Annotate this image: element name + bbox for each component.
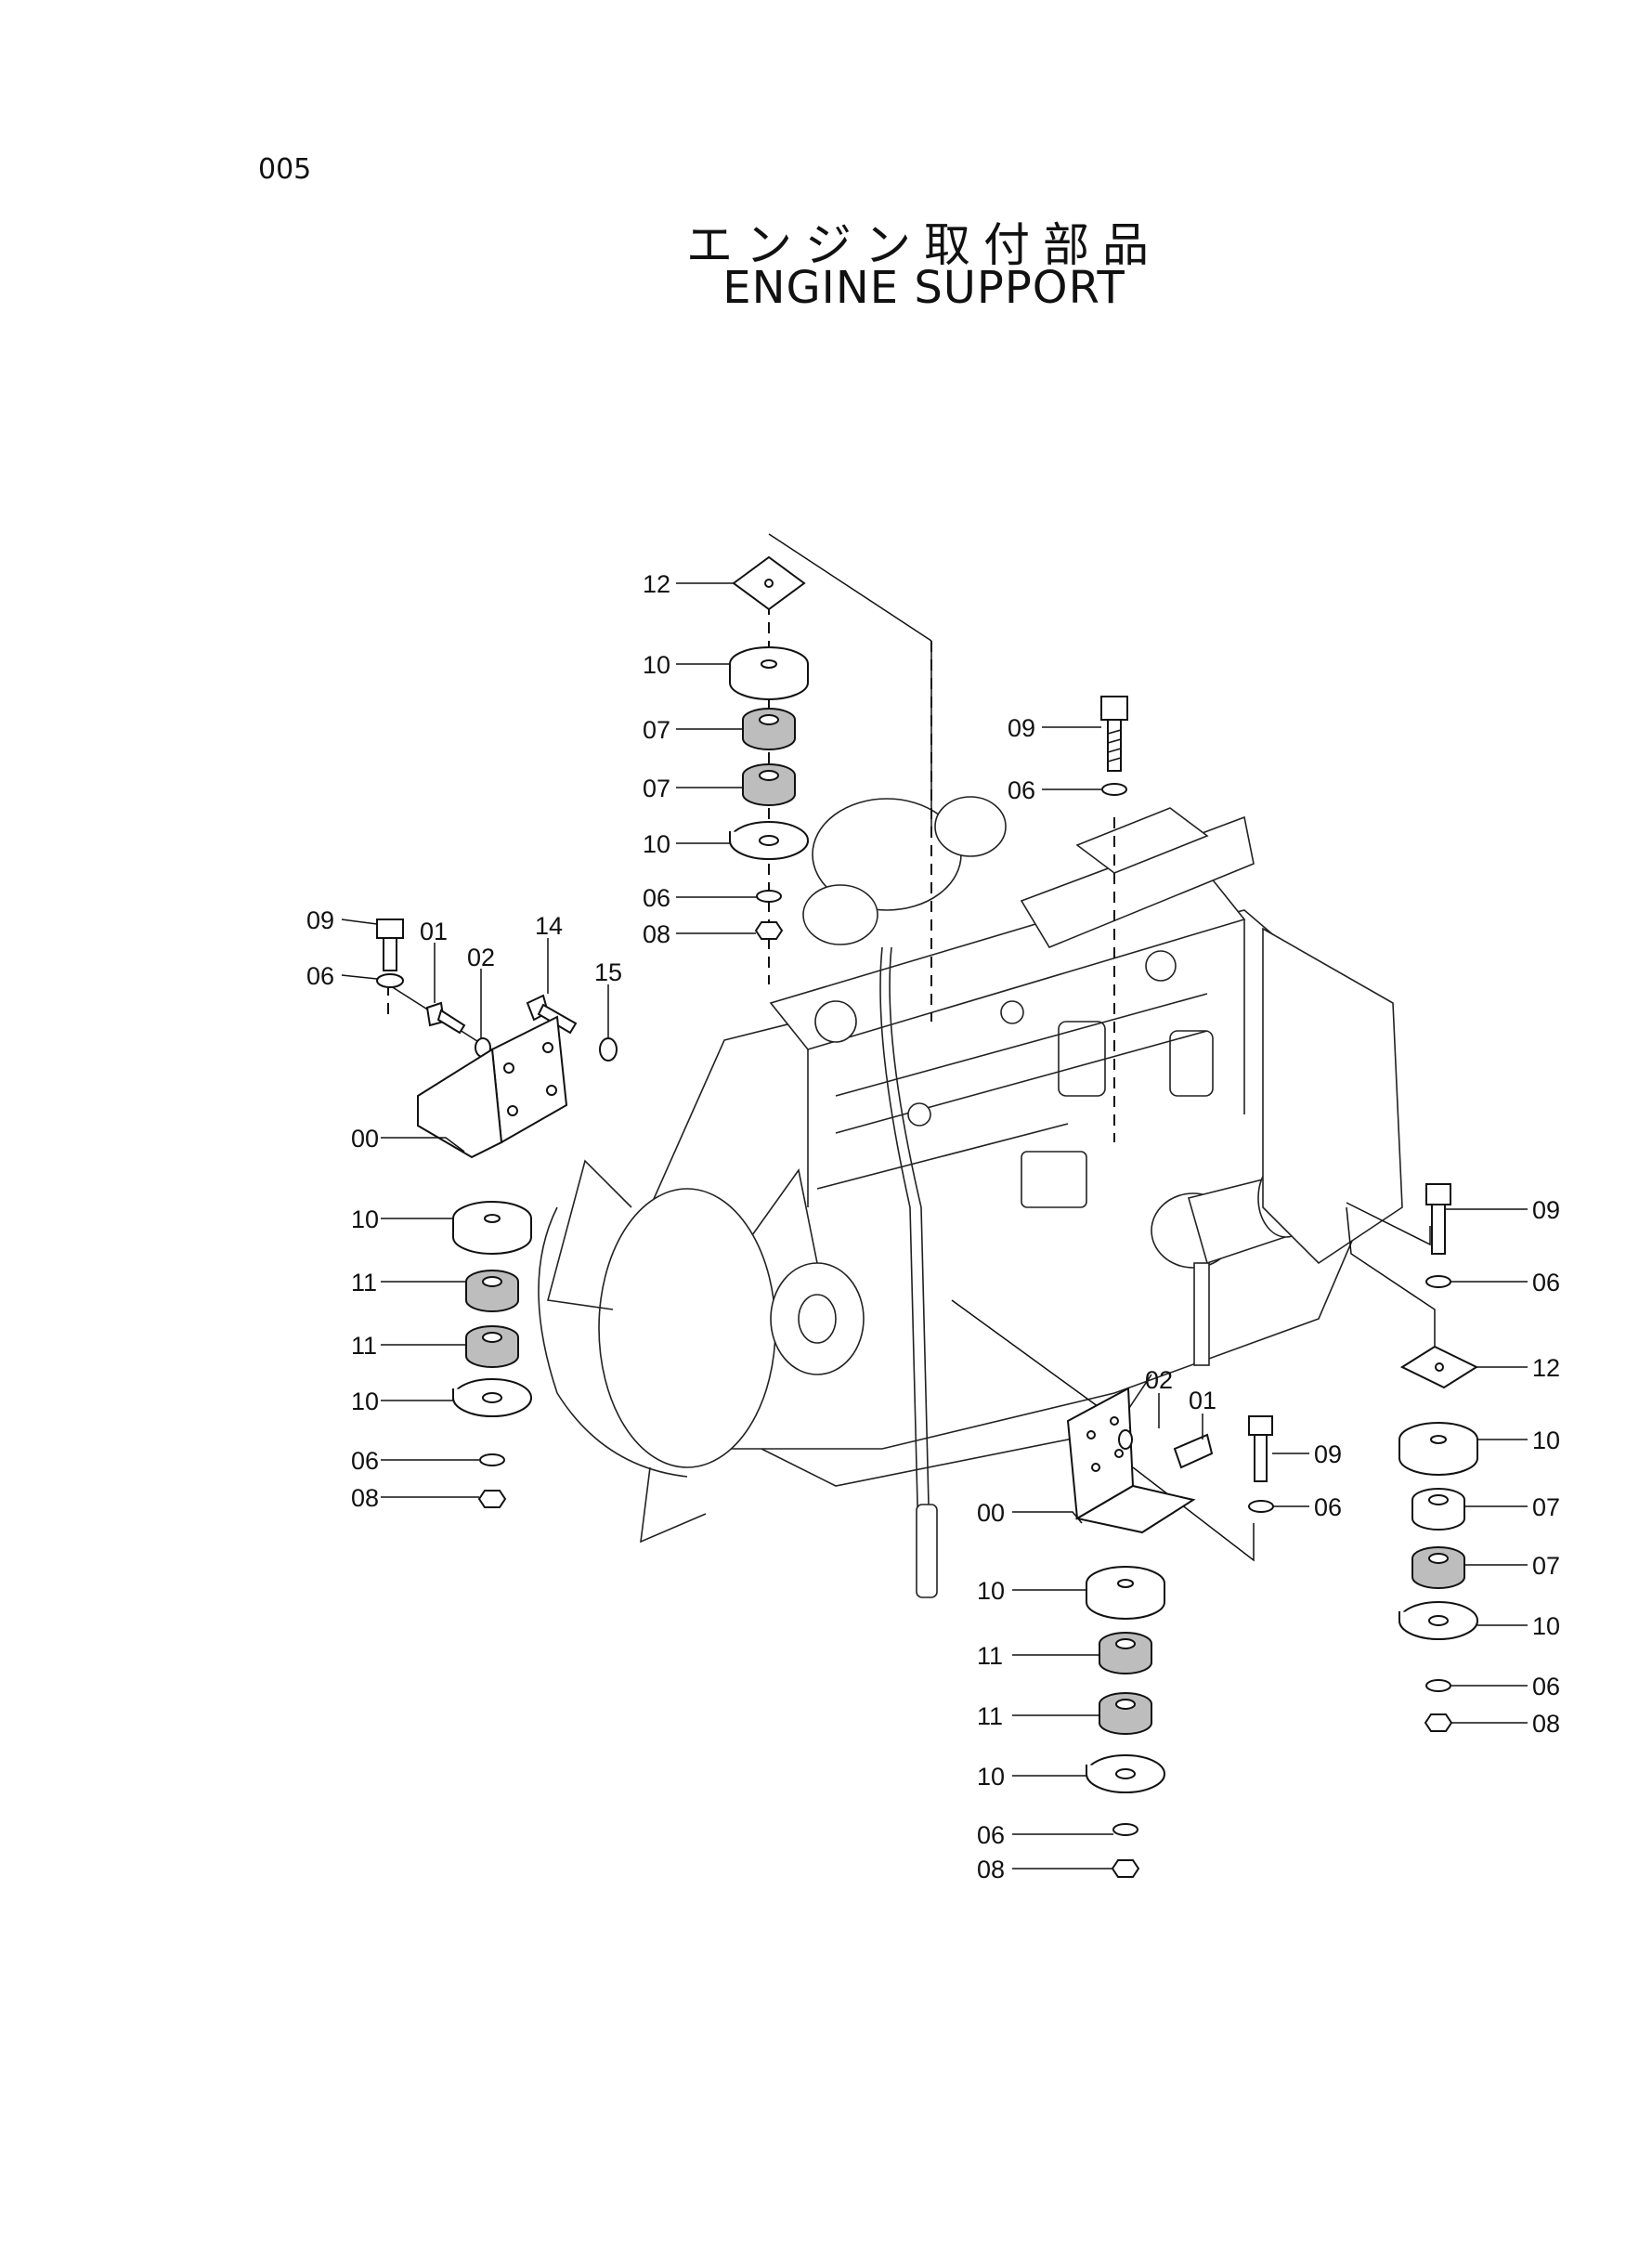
callout-topright-09: 09 [1008,714,1035,742]
callout-top-10b: 10 [643,830,670,858]
bottom-bracket-group [1066,1387,1274,1534]
callout-bottomstack-06: 06 [977,1821,1005,1849]
callout-rightstack-07b: 07 [1532,1552,1560,1580]
callout-rightstack-10b: 10 [1532,1612,1560,1640]
callout-leftstack-06: 06 [351,1447,379,1475]
engine-illustration [538,796,1403,1598]
title-english: ENGINE SUPPORT [722,262,1125,314]
callout-bottomstack-11b: 11 [977,1702,1003,1730]
callout-bottom-00: 00 [977,1499,1005,1527]
callout-bottomstack-10b: 10 [977,1763,1005,1791]
callout-left-01: 01 [420,918,448,945]
callout-leftstack-10a: 10 [351,1205,379,1233]
callout-right-12: 12 [1532,1354,1560,1382]
callout-right-09: 09 [1532,1196,1560,1224]
right-mount-stack [1398,1422,1478,1732]
top-mount-stack [729,555,809,940]
callout-top-08: 08 [643,920,670,948]
callout-leftstack-11b: 11 [351,1332,377,1360]
callout-bottom-09: 09 [1314,1440,1342,1468]
callout-top-07b: 07 [643,775,670,802]
callout-top-07a: 07 [643,716,670,744]
top-right-bolt [1100,696,1128,796]
callout-left-15: 15 [594,958,622,986]
callout-rightstack-08: 08 [1532,1710,1560,1738]
callout-leftstack-10b: 10 [351,1388,379,1415]
callout-bottom-06: 06 [1314,1493,1342,1521]
callout-leftstack-08: 08 [351,1484,379,1512]
callout-top-12: 12 [643,570,670,598]
callout-left-06: 06 [306,962,334,990]
callout-right-06: 06 [1532,1269,1560,1296]
callout-rightstack-07a: 07 [1532,1493,1560,1521]
callout-topright-06: 06 [1008,776,1035,804]
callout-left-14: 14 [535,912,563,940]
left-bracket-group [376,919,618,1159]
bottom-mount-stack [1086,1566,1165,1878]
leader-lines [341,582,1528,1870]
right-side-bolt-plate [1399,1183,1479,1389]
callout-top-06: 06 [643,884,670,912]
left-mount-stack [452,1201,532,1508]
callout-left-00: 00 [351,1125,379,1153]
page-number: 005 [258,153,312,186]
callout-bottom-01: 01 [1189,1387,1216,1414]
callout-bottom-02: 02 [1145,1366,1173,1394]
callout-rightstack-06: 06 [1532,1673,1560,1700]
title-japanese: エンジン取付部品 [686,218,1162,272]
callout-bottomstack-10a: 10 [977,1577,1005,1605]
callout-leftstack-11a: 11 [351,1269,377,1296]
callout-labels: 12 10 07 07 10 06 08 09 06 09 06 01 02 1… [306,570,1560,1883]
callout-rightstack-10a: 10 [1532,1427,1560,1454]
callout-top-10a: 10 [643,651,670,679]
callout-left-09: 09 [306,906,334,934]
callout-bottomstack-11a: 11 [977,1642,1003,1670]
callout-left-02: 02 [467,944,495,971]
alignment-lines [387,533,1436,1562]
callout-bottomstack-08: 08 [977,1856,1005,1883]
